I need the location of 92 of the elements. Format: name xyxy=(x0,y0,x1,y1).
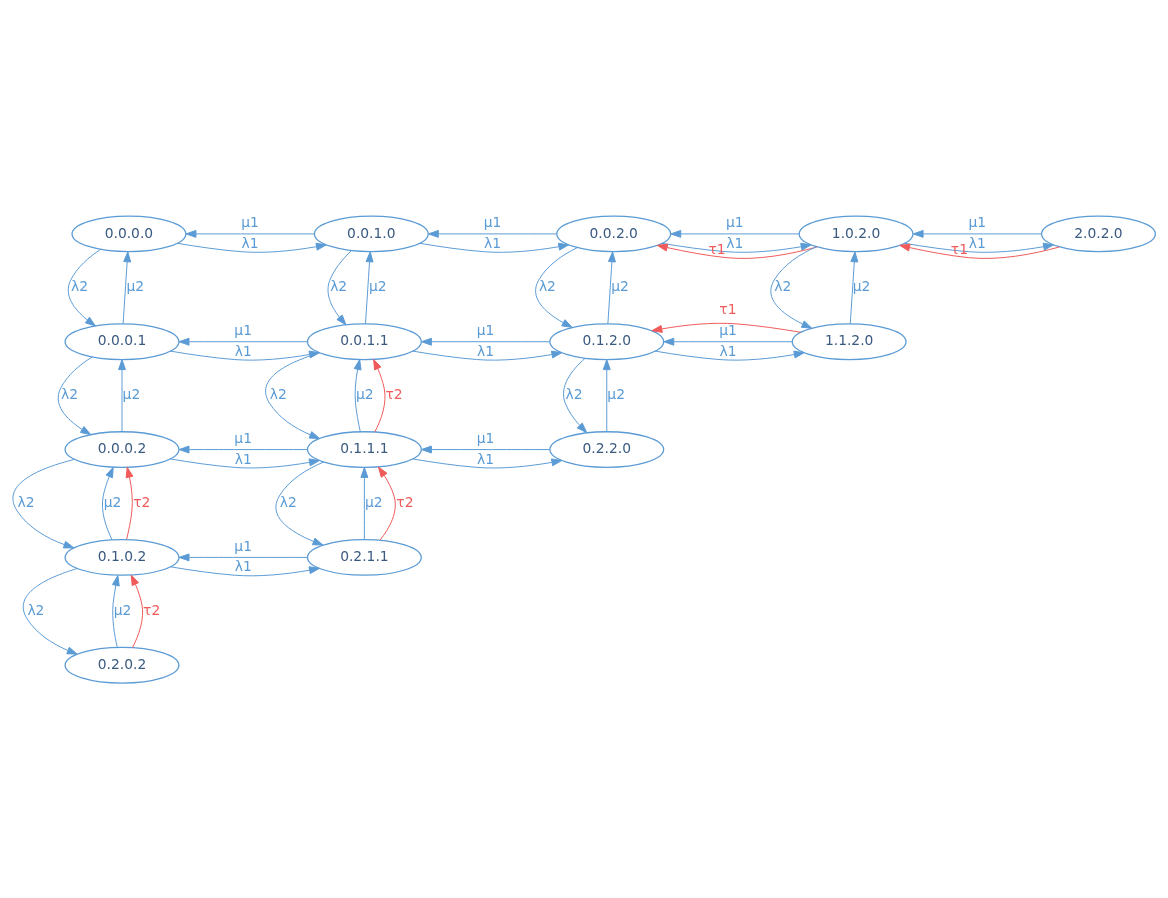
edge-label: μ2 xyxy=(852,278,871,295)
arrow xyxy=(535,247,578,328)
arrow xyxy=(365,251,374,325)
edge-label: λ2 xyxy=(61,386,79,403)
edge-label: λ1 xyxy=(241,234,259,251)
edge-label: μ1 xyxy=(968,214,987,231)
edge-label: μ2 xyxy=(356,386,374,403)
arrow xyxy=(122,251,132,325)
arrow xyxy=(101,466,114,541)
edge-label: μ1 xyxy=(234,537,253,554)
arrow xyxy=(178,337,308,346)
arrow xyxy=(373,358,386,433)
edge-label: μ2 xyxy=(126,278,145,295)
arrow xyxy=(176,242,327,253)
edge-label: μ2 xyxy=(103,494,122,511)
node-ellipse: 0.0.0.2 xyxy=(64,431,180,468)
edge-label: τ2 xyxy=(143,601,161,618)
arrow xyxy=(419,242,570,253)
arrow xyxy=(169,458,320,469)
edge-label: λ2 xyxy=(330,278,348,295)
edge-label: λ1 xyxy=(484,234,502,251)
arrow xyxy=(327,250,352,326)
arrow xyxy=(178,553,308,562)
arrow xyxy=(663,337,793,346)
edge-label: μ1 xyxy=(241,214,259,231)
edge-label: λ1 xyxy=(477,450,495,467)
edge-label: μ1 xyxy=(476,429,495,446)
node-ellipse: 0.0.0.0 xyxy=(71,215,187,253)
arrow xyxy=(427,229,557,238)
arrow xyxy=(67,248,102,327)
edge-label: λ2 xyxy=(70,278,88,295)
arrow xyxy=(412,458,563,469)
edge-label: μ1 xyxy=(234,322,253,338)
edge-label: μ2 xyxy=(113,601,132,618)
arrow xyxy=(118,359,126,433)
edge-label: λ2 xyxy=(17,494,35,511)
edge-label: λ1 xyxy=(234,342,252,359)
edge-label: τ1 xyxy=(719,301,737,318)
edge-label: μ2 xyxy=(122,386,141,403)
arrow xyxy=(904,242,1054,253)
edge-label: λ1 xyxy=(234,558,252,575)
edge-label: λ1 xyxy=(477,342,495,359)
arrow xyxy=(378,466,396,541)
arrow xyxy=(185,229,315,238)
arrow xyxy=(125,466,134,540)
arrow xyxy=(111,575,120,648)
edge-label: μ2 xyxy=(607,386,625,403)
edge-label: μ1 xyxy=(476,322,495,338)
edge-label: λ1 xyxy=(968,234,986,251)
arrow xyxy=(654,350,805,361)
edge-label: λ1 xyxy=(719,342,737,359)
arrow xyxy=(169,566,320,577)
arrow xyxy=(130,574,144,649)
arrow xyxy=(275,461,324,546)
edge-label: λ2 xyxy=(279,494,297,511)
edge-label: μ2 xyxy=(364,494,383,511)
edge-label: τ2 xyxy=(396,494,414,511)
edge-label: λ2 xyxy=(565,386,583,403)
edge-label: μ2 xyxy=(611,278,629,295)
edge-label: λ1 xyxy=(234,450,252,467)
arrow xyxy=(22,568,78,655)
arrow xyxy=(421,337,551,346)
edge-label: τ2 xyxy=(385,386,403,403)
edge-label: λ1 xyxy=(726,234,744,251)
arrow xyxy=(602,359,611,433)
node-ellipse: 0.0.0.1 xyxy=(64,323,180,361)
arrow xyxy=(656,243,818,259)
edge-label: λ2 xyxy=(269,386,287,403)
arrow xyxy=(651,322,802,333)
arrow xyxy=(178,445,308,454)
edge-label: μ1 xyxy=(234,429,253,446)
arrow xyxy=(849,251,859,325)
arrow xyxy=(563,357,588,434)
edge-label: τ2 xyxy=(133,494,151,511)
arrow xyxy=(421,445,551,454)
edge-label: λ2 xyxy=(774,278,792,295)
edge-label: μ2 xyxy=(368,278,387,295)
edge-label: μ1 xyxy=(719,322,737,338)
arrow xyxy=(670,229,800,238)
edge-label: λ2 xyxy=(27,601,45,618)
arrow xyxy=(899,243,1060,259)
arrow xyxy=(607,251,616,325)
arrow xyxy=(770,246,818,329)
edge-label: λ2 xyxy=(538,278,556,295)
arrow xyxy=(360,467,369,540)
edge-label: μ1 xyxy=(483,214,502,231)
edge-label: μ1 xyxy=(726,214,744,231)
arrow xyxy=(57,356,93,436)
arrow xyxy=(353,359,362,432)
arrow xyxy=(12,458,75,549)
arrow xyxy=(912,229,1042,238)
arrow xyxy=(412,350,563,361)
